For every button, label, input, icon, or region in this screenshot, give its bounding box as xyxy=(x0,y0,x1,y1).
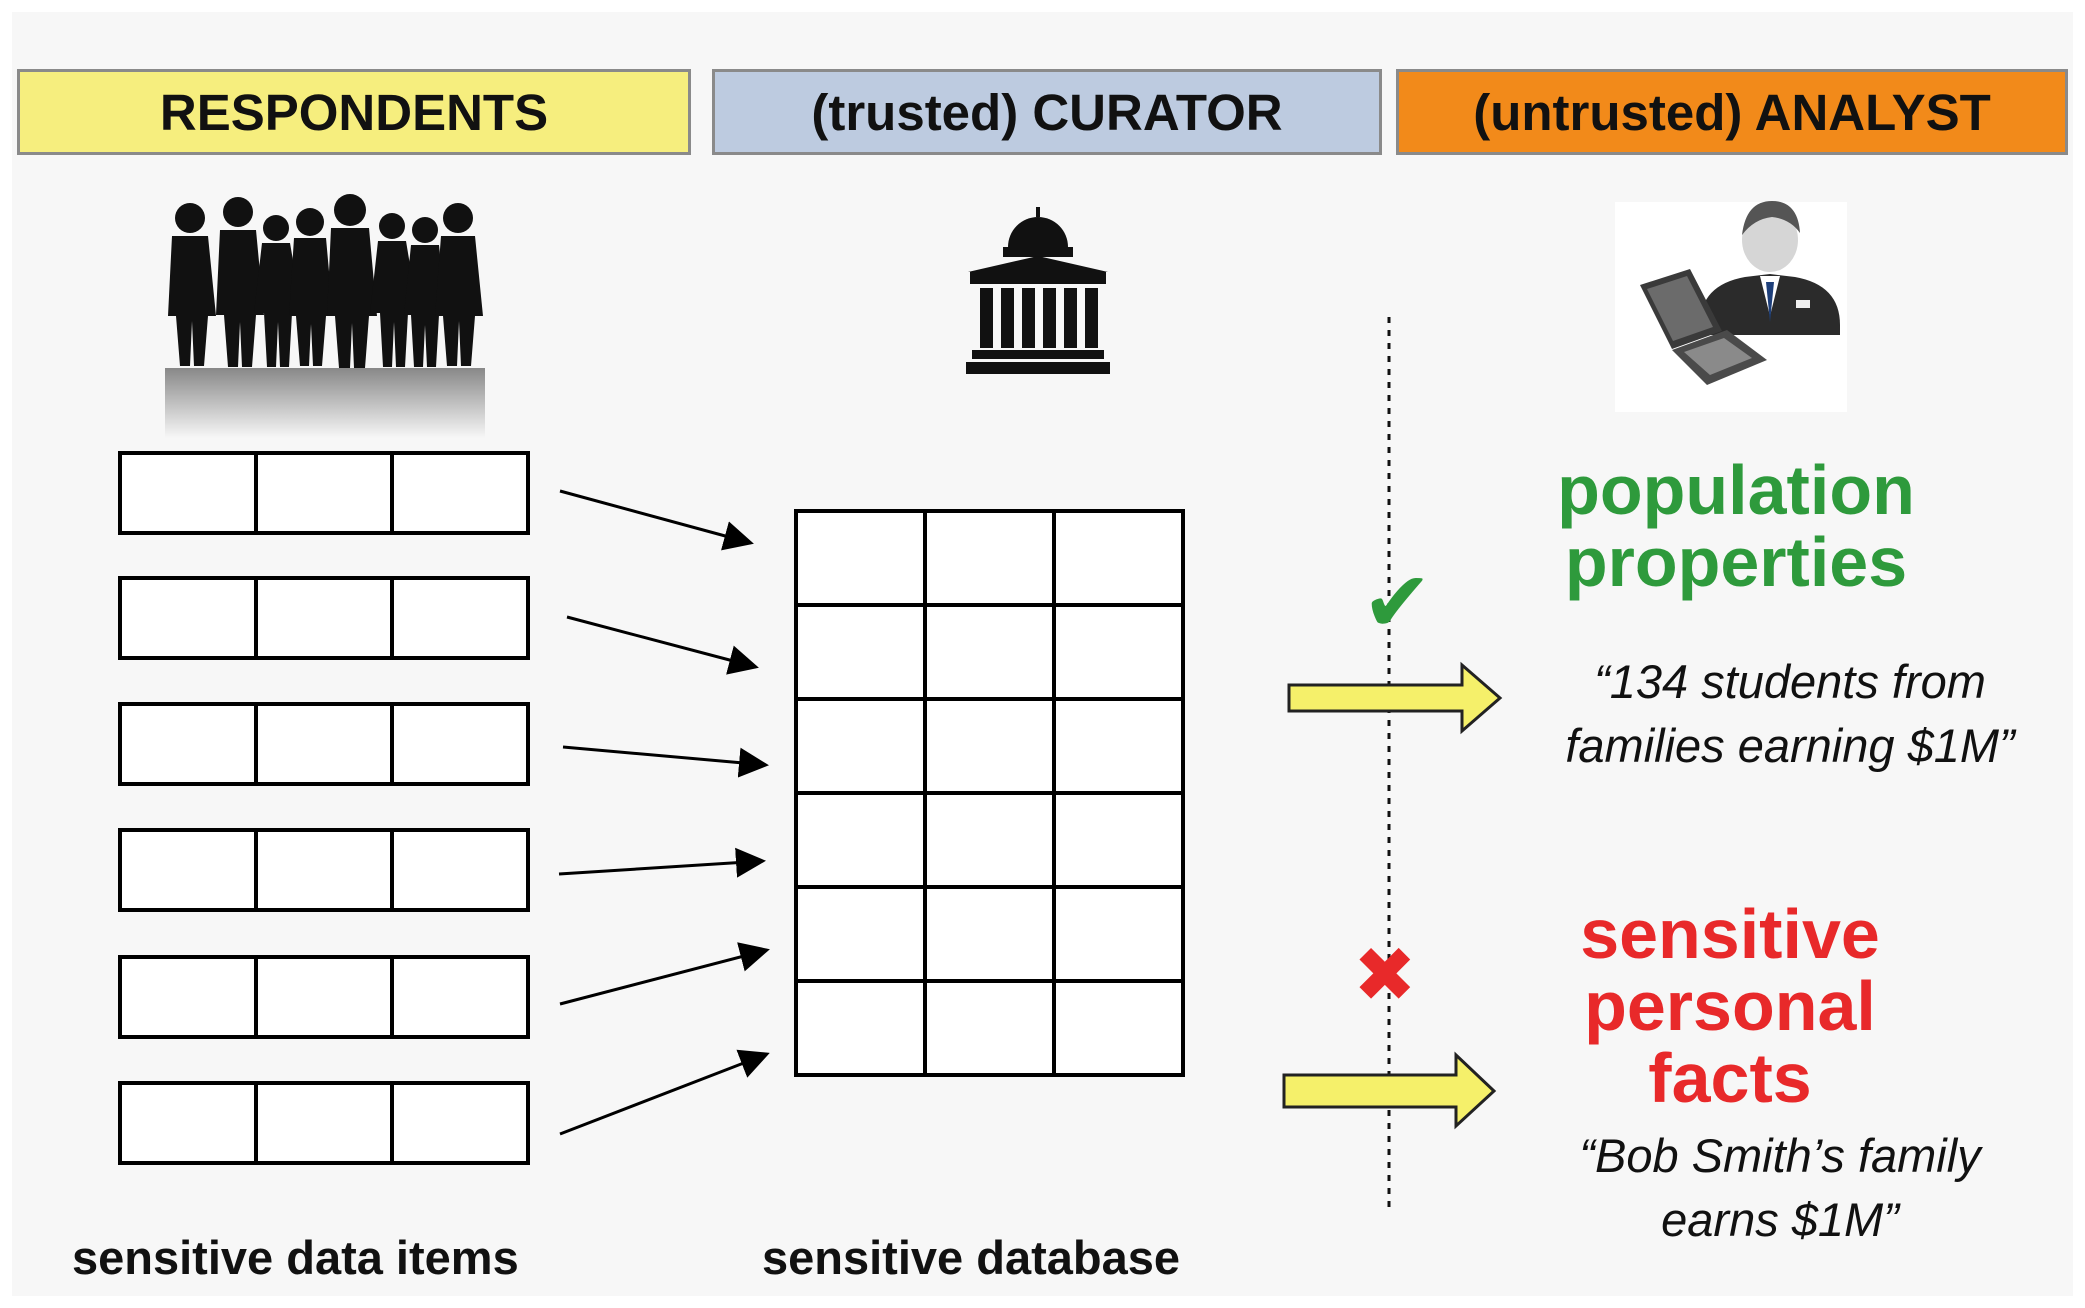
curator-header-label: (trusted) CURATOR xyxy=(811,83,1283,141)
blocked-label-line-1: sensitive xyxy=(1580,895,1880,973)
allowed-example-line-2: families earning $1M” xyxy=(1565,719,2015,772)
blocked-example: “Bob Smith’s family earns $1M” xyxy=(1490,1124,2070,1252)
blocked-example-line-1: “Bob Smith’s family xyxy=(1579,1129,1981,1182)
database-row xyxy=(794,509,1185,607)
database-row xyxy=(794,885,1185,983)
analyst-icon xyxy=(1615,201,1847,412)
crowd-icon xyxy=(165,194,485,438)
data-item-row xyxy=(118,1081,530,1165)
analyst-header-label: (untrusted) ANALYST xyxy=(1473,83,1991,141)
output-arrow-allowed xyxy=(1287,661,1503,735)
arrow-row-1 xyxy=(559,489,754,551)
allowed-label-line-1: population xyxy=(1557,451,1915,529)
database-row xyxy=(794,603,1185,701)
data-item-row xyxy=(118,955,530,1039)
arrow-row-5 xyxy=(559,942,770,1006)
database-row xyxy=(794,979,1185,1077)
cross-icon: ✖ xyxy=(1353,933,1417,1018)
output-arrow-blocked xyxy=(1282,1051,1497,1130)
blocked-label-line-2: personal xyxy=(1584,967,1876,1045)
caption-database: sensitive database xyxy=(762,1231,1180,1284)
analyst-header: (untrusted) ANALYST xyxy=(1396,69,2068,155)
database-grid xyxy=(794,509,1185,1077)
respondent-arrows xyxy=(558,489,770,1136)
database-row xyxy=(794,697,1185,795)
data-item-row xyxy=(118,576,530,660)
blocked-example-line-2: earns $1M” xyxy=(1661,1193,1899,1246)
curator-header: (trusted) CURATOR xyxy=(712,69,1382,155)
data-item-row xyxy=(118,702,530,786)
allowed-example-line-1: “134 students from xyxy=(1594,655,1986,708)
allowed-label: population properties xyxy=(1506,454,1966,598)
respondents-header-label: RESPONDENTS xyxy=(159,83,549,141)
data-item-row xyxy=(118,828,530,912)
arrow-row-6 xyxy=(559,1049,770,1136)
building-icon xyxy=(966,207,1110,374)
arrow-row-2 xyxy=(566,615,759,675)
blocked-label: sensitive personal facts xyxy=(1500,898,1960,1114)
caption-data-items: sensitive data items xyxy=(72,1231,519,1284)
allowed-example: “134 students from families earning $1M” xyxy=(1510,650,2070,778)
database-row xyxy=(794,791,1185,889)
allowed-label-line-2: properties xyxy=(1564,523,1908,601)
arrow-row-4 xyxy=(558,847,766,878)
blocked-label-line-3: facts xyxy=(1648,1039,1812,1117)
check-icon: ✔ xyxy=(1362,555,1433,649)
data-item-row xyxy=(118,451,530,535)
arrow-row-3 xyxy=(562,745,769,778)
respondents-header: RESPONDENTS xyxy=(17,69,691,155)
